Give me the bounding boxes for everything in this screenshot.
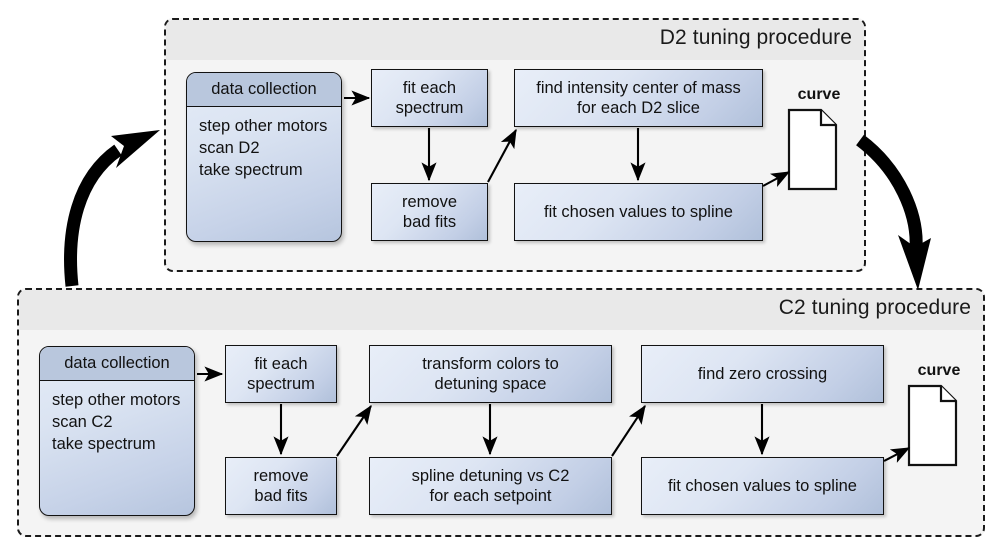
c2-transform-colors-line2: detuning space [434, 375, 547, 393]
d2-fit-chosen-values-to-spline-box[interactable]: fit chosen values to spline [514, 183, 763, 241]
d2-data-collection-box[interactable]: data collection step other motors scan D… [186, 72, 342, 242]
d2-step-3: take spectrum [199, 160, 303, 179]
c2-spline-detuning-line2: for each setpoint [429, 487, 552, 505]
document-icon [907, 384, 958, 467]
d2-fit-each-spectrum-line2: spectrum [395, 99, 464, 117]
c2-fit-each-spectrum-line2: spectrum [247, 375, 315, 393]
c2-transform-colors-box[interactable]: transform colors to detuning space [369, 345, 612, 403]
c2-spline-detuning-box[interactable]: spline detuning vs C2 for each setpoint [369, 457, 612, 515]
group-c2-title: C2 tuning procedure [778, 296, 971, 319]
group-d2-title: D2 tuning procedure [659, 26, 852, 49]
group-c2-title-band [19, 290, 983, 330]
d2-step-1: step other motors [199, 117, 328, 135]
c2-step-3: take spectrum [52, 434, 156, 453]
arrow-d2-to-c2 [856, 134, 931, 290]
d2-step-2: scan D2 [199, 138, 260, 157]
d2-remove-bad-fits-line1: remove [401, 192, 458, 211]
c2-step-1: step other motors [52, 391, 181, 409]
d2-fit-spline-line1: fit chosen values to spline [544, 202, 733, 221]
c2-remove-bad-fits-box[interactable]: remove bad fits [225, 457, 337, 515]
c2-data-collection-steps: step other motors scan C2 take spectrum [40, 381, 194, 456]
arrow-c2-to-d2 [64, 130, 160, 287]
d2-data-collection-header: data collection [187, 73, 341, 107]
c2-fit-spline-line1: fit chosen values to spline [668, 476, 857, 495]
group-d2-title-band [166, 20, 864, 60]
c2-curve-output[interactable]: curve [907, 362, 971, 472]
c2-fit-each-spectrum-box[interactable]: fit each spectrum [225, 345, 337, 403]
c2-find-zero-crossing-line1: find zero crossing [697, 364, 828, 383]
c2-remove-bad-fits-line2: bad fits [254, 487, 308, 505]
c2-fit-each-spectrum-line1: fit each [254, 354, 308, 373]
c2-find-zero-crossing-box[interactable]: find zero crossing [641, 345, 884, 403]
d2-find-com-line1: find intensity center of mass [536, 78, 741, 97]
c2-step-2: scan C2 [52, 412, 113, 431]
d2-fit-each-spectrum-line1: fit each [402, 78, 457, 97]
c2-curve-label: curve [917, 362, 961, 379]
c2-data-collection-box[interactable]: data collection step other motors scan C… [39, 346, 195, 516]
d2-find-com-line2: for each D2 slice [577, 99, 700, 117]
d2-curve-output[interactable]: curve [787, 86, 851, 196]
d2-find-center-of-mass-box[interactable]: find intensity center of mass for each D… [514, 69, 763, 127]
c2-fit-chosen-values-to-spline-box[interactable]: fit chosen values to spline [641, 457, 884, 515]
document-icon [787, 108, 838, 191]
d2-fit-each-spectrum-box[interactable]: fit each spectrum [371, 69, 488, 127]
d2-remove-bad-fits-line2: bad fits [402, 213, 457, 231]
d2-data-collection-steps: step other motors scan D2 take spectrum [187, 107, 341, 182]
c2-spline-detuning-line1: spline detuning vs C2 [411, 466, 570, 485]
c2-remove-bad-fits-line1: remove [253, 466, 309, 485]
c2-transform-colors-line1: transform colors to [422, 354, 559, 373]
c2-data-collection-header: data collection [40, 347, 194, 381]
d2-remove-bad-fits-box[interactable]: remove bad fits [371, 183, 488, 241]
d2-curve-label: curve [797, 86, 841, 103]
